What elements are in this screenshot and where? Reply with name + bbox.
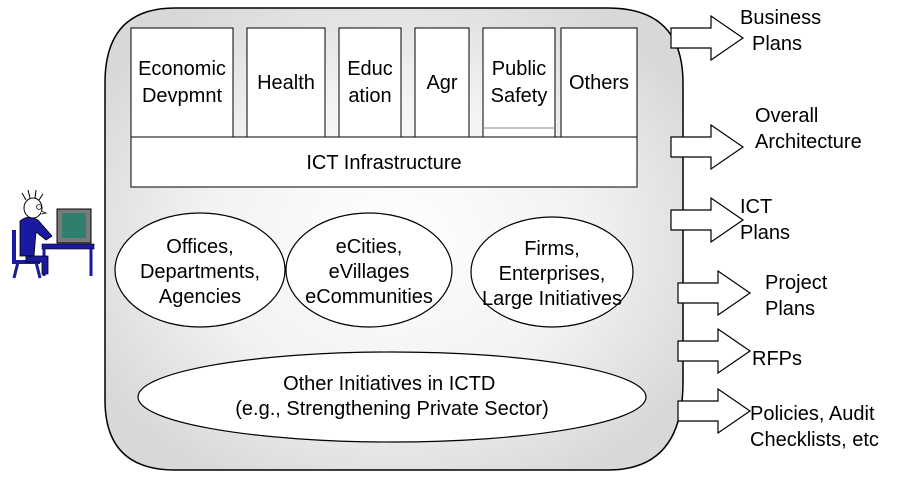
ict-infrastructure-bar xyxy=(130,136,638,188)
sector-label-0-line-0: Economic xyxy=(138,58,226,80)
scope-ellipse-1 xyxy=(285,212,453,328)
sector-box-4 xyxy=(482,27,556,138)
scope-label-0-line-2: Agencies xyxy=(159,286,241,308)
other-initiatives-line-2: (e.g., Strengthening Private Sector) xyxy=(235,398,549,420)
output-label-4: RFPs xyxy=(752,348,802,370)
sector-label-3-line-0: Agr xyxy=(426,72,457,94)
sector-box-3 xyxy=(414,27,470,138)
sector-label-5-line-0: Others xyxy=(569,72,629,94)
scope-label-1: eCities, eVillages eCommunities xyxy=(305,236,433,308)
other-initiatives-line-1: Other Initiatives in ICTD xyxy=(283,373,495,395)
output-arrow-3 xyxy=(677,269,752,317)
output-label-2-line-0: ICT xyxy=(740,196,772,218)
sector-box-2 xyxy=(338,27,402,138)
sector-label-4-line-0: Public xyxy=(492,58,546,80)
output-label-1-line-1: Architecture xyxy=(755,131,862,153)
other-initiatives-label: Other Initiatives in ICTD (e.g., Strengt… xyxy=(235,373,549,420)
output-arrow-4 xyxy=(677,327,752,375)
scope-label-1-line-0: eCities, xyxy=(336,236,403,258)
scope-label-2-line-0: Firms, xyxy=(524,238,580,260)
output-label-3-line-1: Plans xyxy=(765,298,815,320)
scope-label-1-line-2: eCommunities xyxy=(305,286,433,308)
output-label-0-line-0: Business xyxy=(740,7,821,29)
output-label-0-line-1: Plans xyxy=(752,33,802,55)
scope-label-2-line-2: Large Initiatives xyxy=(482,288,622,310)
scope-label-0-line-0: Offices, xyxy=(166,236,233,258)
scope-label-2-line-1: Enterprises, xyxy=(499,263,606,285)
sector-label-1: Health xyxy=(257,72,315,94)
sector-label-1-line-0: Health xyxy=(257,72,315,94)
sector-label-0-line-1: Devpmnt xyxy=(142,85,222,107)
sector-label-3: Agr xyxy=(426,72,457,94)
sector-label-2-line-0: Educ xyxy=(347,58,393,80)
output-label-1-line-0: Overall xyxy=(755,105,818,127)
scope-label-2: Firms, Enterprises, Large Initiatives xyxy=(482,238,622,310)
ict-infrastructure-label: ICT Infrastructure xyxy=(306,152,461,174)
output-arrow-0 xyxy=(670,14,745,62)
output-arrow-5 xyxy=(677,387,752,435)
scope-ellipse-0 xyxy=(114,212,286,328)
sector-label-5: Others xyxy=(569,72,629,94)
sector-label-2: Educ ation xyxy=(347,58,393,107)
output-label-5-line-1: Checklists, etc xyxy=(750,429,879,451)
scope-label-0: Offices, Departments, Agencies xyxy=(140,236,260,308)
sector-box-0 xyxy=(130,27,234,138)
output-arrow-2 xyxy=(670,196,745,244)
output-label-4-line-0: RFPs xyxy=(752,348,802,370)
sector-box-5 xyxy=(560,27,638,138)
sector-label-4-line-1: Safety xyxy=(491,85,548,107)
output-arrow-1 xyxy=(670,123,745,171)
scope-label-0-line-1: Departments, xyxy=(140,261,260,283)
output-label-2: ICT Plans xyxy=(740,196,790,244)
output-label-2-line-1: Plans xyxy=(740,222,790,244)
scope-ellipse-2 xyxy=(470,216,634,328)
output-label-5-line-0: Policies, Audit xyxy=(750,403,875,425)
output-label-3-line-0: Project xyxy=(765,272,828,294)
other-initiatives-ellipse xyxy=(137,351,647,443)
person-at-computer-icon xyxy=(12,189,95,279)
sector-label-2-line-1: ation xyxy=(348,85,391,107)
scope-label-1-line-1: eVillages xyxy=(329,261,410,283)
